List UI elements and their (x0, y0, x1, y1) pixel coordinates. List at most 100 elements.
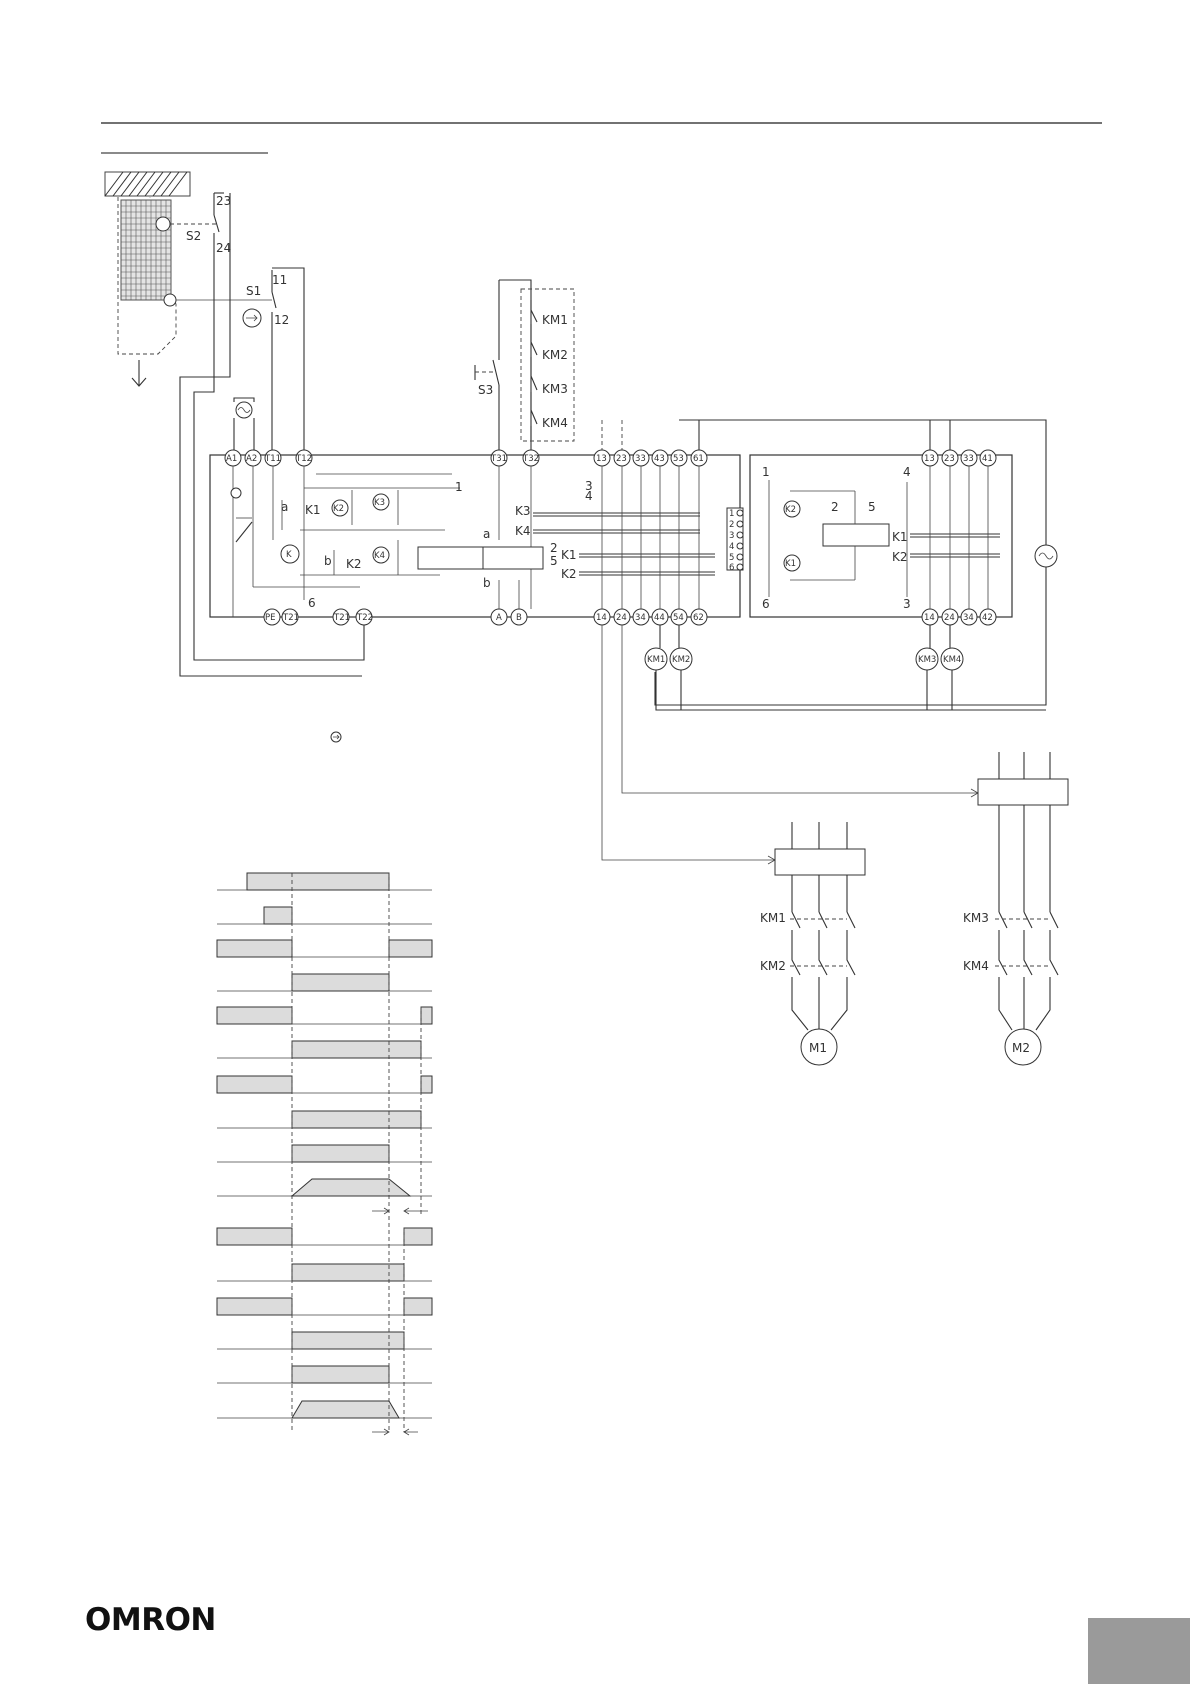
coil-km2: KM2 (672, 655, 690, 665)
right-contact-k2: K2 (892, 550, 908, 564)
terminal-r41: 41 (982, 454, 993, 464)
m2-km3-label: KM3 (963, 911, 989, 925)
contact-k2-label: K2 (561, 567, 577, 581)
right-label-1: 1 (762, 465, 770, 479)
terminal-r42: 42 (982, 613, 993, 623)
coil-km3: KM3 (918, 655, 936, 665)
module-label-b-lower: b (483, 576, 491, 590)
terminal-r24: 24 (944, 613, 955, 623)
right-relay-k1: K1 (785, 559, 796, 569)
connector-pin-3: 3 (729, 531, 734, 541)
motor-m1-group: M1 KM1 KM2 (760, 822, 865, 1065)
connector-pin-1: 1 (729, 509, 734, 519)
page-tab (1088, 1618, 1190, 1684)
s2-contact-top: 23 (216, 194, 231, 208)
module-label-6: 6 (308, 596, 316, 610)
inter-module-connector: 1 2 3 4 5 6 (727, 508, 743, 573)
coil-km4: KM4 (943, 655, 961, 665)
internal-circuit-right: 1 6 2 5 4 3 K2 K1 K1 K2 (762, 465, 1000, 611)
relay-k2-label: K2 (346, 557, 362, 571)
connector-pin-5: 5 (729, 553, 734, 563)
terminal-r14: 14 (924, 613, 935, 623)
terminal-44: 44 (654, 613, 665, 623)
internal-circuit-left (233, 466, 531, 617)
motor-m1-label: M1 (809, 1041, 827, 1055)
safety-relay-module (210, 455, 740, 617)
logic-block-1 (418, 547, 483, 569)
feedback-km4: KM4 (542, 416, 568, 430)
km-coils: KM1 KM2 KM3 KM4 (645, 625, 1046, 710)
relay-k2-coil-label: K2 (333, 504, 344, 514)
m1-km2-label: KM2 (760, 959, 786, 973)
timing-chart (217, 873, 432, 1435)
module-label-2: 2 (550, 541, 558, 555)
relay-k1-label: K1 (305, 503, 321, 517)
omron-logo: OMRON (85, 1602, 216, 1638)
terminal-r23: 23 (944, 454, 955, 464)
motor-m2-label: M2 (1012, 1041, 1030, 1055)
terminal-53: 53 (673, 454, 684, 464)
relay-k-label: K (286, 550, 292, 560)
terminal-33: 33 (635, 454, 646, 464)
feedback-km3: KM3 (542, 382, 568, 396)
terminal-34: 34 (635, 613, 646, 623)
terminal-t21b: T21 (333, 613, 350, 623)
module-label-4: 4 (585, 489, 593, 503)
s1-contact-top: 11 (272, 273, 287, 287)
contact-k4-label: K4 (515, 524, 531, 538)
m1-km1-label: KM1 (760, 911, 786, 925)
feedback-km1: KM1 (542, 313, 568, 327)
right-label-4: 4 (903, 465, 911, 479)
module-label-b: b (324, 554, 332, 568)
s3-label: S3 (478, 383, 493, 397)
connector-pin-6: 6 (729, 563, 734, 573)
logic-block-2 (483, 547, 543, 569)
terminal-r13: 13 (924, 454, 935, 464)
terminal-t11: T11 (264, 454, 281, 464)
module-label-5: 5 (550, 554, 558, 568)
terminal-r33: 33 (963, 454, 974, 464)
connector-pin-4: 4 (729, 542, 734, 552)
feedback-km2: KM2 (542, 348, 568, 362)
terminal-43: 43 (654, 454, 665, 464)
terminal-pe: PE (265, 613, 276, 623)
connector-pin-2: 2 (729, 520, 734, 530)
terminal-a2: A2 (246, 454, 257, 464)
right-label-2: 2 (831, 500, 839, 514)
terminal-23: 23 (616, 454, 627, 464)
terminal-54: 54 (673, 613, 684, 623)
switch-s3: S3 (475, 280, 531, 450)
terminal-62: 62 (693, 613, 704, 623)
module-label-1: 1 (455, 480, 463, 494)
relay-k4-coil-label: K4 (374, 551, 385, 561)
terminal-14: 14 (596, 613, 607, 623)
guard-door (105, 172, 190, 386)
terminal-a1: A1 (226, 454, 237, 464)
terminal-t31: T31 (490, 454, 507, 464)
s2-contact-bottom: 24 (216, 241, 231, 255)
terminal-t22: T22 (356, 613, 373, 623)
terminal-24: 24 (616, 613, 627, 623)
m2-km4-label: KM4 (963, 959, 989, 973)
terminal-t21a: T21 (282, 613, 299, 623)
top-terminals-left: A1 A2 T11 T12 T31 T32 13 23 33 43 53 61 (225, 450, 707, 466)
right-label-5: 5 (868, 500, 876, 514)
right-logic-block (823, 524, 889, 546)
s1-contact-bottom: 12 (274, 313, 289, 327)
relay-coils-left: K K2 K3 K4 K1 K2 a b (231, 488, 398, 575)
right-label-3: 3 (903, 597, 911, 611)
terminal-b: B (516, 613, 522, 623)
contact-k3-label: K3 (515, 504, 531, 518)
km-feedback-contacts: KM1 KM2 KM3 KM4 (531, 300, 568, 440)
terminal-t32: T32 (522, 454, 539, 464)
right-label-6: 6 (762, 597, 770, 611)
terminal-a: A (496, 613, 502, 623)
terminal-13: 13 (596, 454, 607, 464)
switch-s1: S1 11 12 (164, 270, 289, 455)
contact-group-left: K3 K4 K1 K2 3 4 2 5 (515, 466, 715, 609)
module-label-a-upper: a (483, 527, 490, 541)
terminal-t12: T12 (295, 454, 312, 464)
motor-m2-group: M2 KM3 KM4 (963, 752, 1068, 1065)
